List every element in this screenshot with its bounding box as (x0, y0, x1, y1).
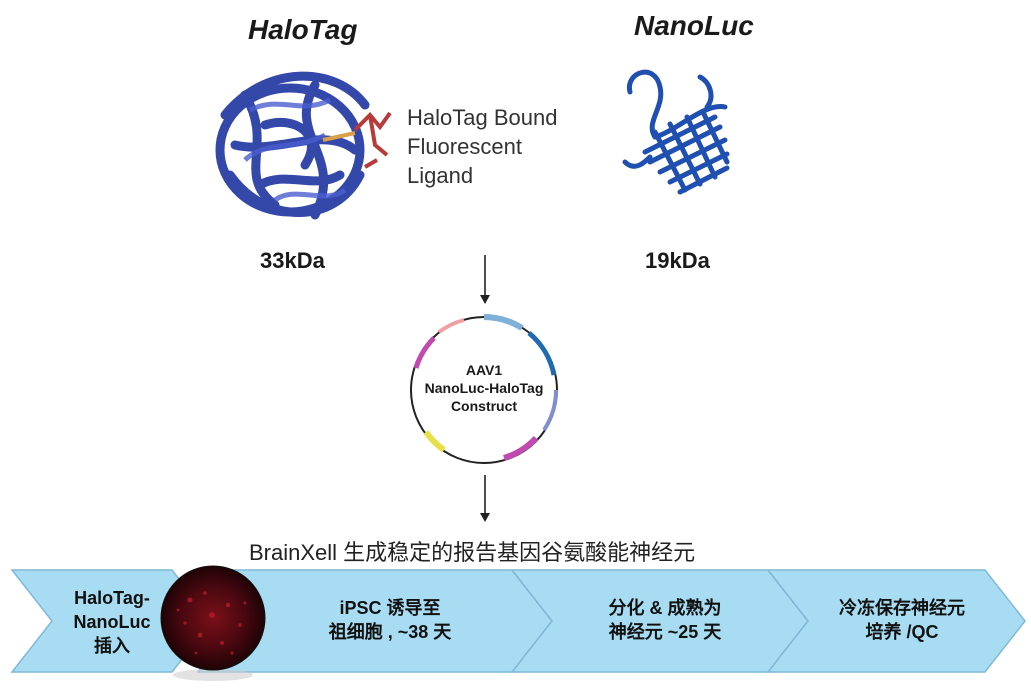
plasmid-map (410, 314, 558, 464)
step-line: 神经元 ~25 天 (608, 622, 722, 642)
ligand-label-line: HaloTag Bound (407, 105, 558, 130)
nanoluc-title: NanoLuc (634, 10, 754, 41)
step-line: HaloTag- (74, 588, 150, 608)
plasmid-label-line: AAV1 (465, 362, 503, 378)
workflow-step-3-text: 分化 & 成熟为 神经元 ~25 天 (565, 596, 765, 644)
workflow-step-shape (766, 569, 1026, 673)
workflow-step-4-text: 冷冻保存神经元 培养 /QC (812, 596, 992, 644)
step-line: 培养 /QC (865, 622, 939, 642)
plasmid-label-line: NanoLuc-HaloTag (424, 380, 544, 396)
step-line: 祖细胞 , ~38 天 (328, 622, 452, 642)
down-arrow-icon (480, 475, 490, 522)
down-arrow-icon (480, 255, 490, 304)
plasmid-label-line: Construct (450, 398, 518, 414)
workflow-step-1-text: HaloTag- NanoLuc 插入 (52, 586, 172, 658)
workflow-step-shape (10, 569, 213, 673)
step-line: 冷冻保存神经元 (839, 598, 965, 618)
plasmid-label: AAV1 NanoLuc-HaloTag Construct (404, 361, 564, 415)
step-line: NanoLuc (73, 612, 151, 632)
neuron-culture-image (160, 565, 266, 671)
nanoluc-mass: 19kDa (645, 248, 710, 273)
ligand-label-line: Fluorescent (407, 134, 522, 159)
step-line: iPSC 诱导至 (339, 598, 441, 618)
halotag-mass: 33kDa (260, 248, 325, 273)
step-line: 插入 (94, 636, 130, 656)
halotag-title: HaloTag (248, 14, 358, 45)
nanoluc-protein-structure (622, 69, 730, 195)
ligand-label: HaloTag Bound Fluorescent Ligand (407, 103, 557, 190)
ligand-label-line: Ligand (407, 163, 474, 188)
halotag-protein-structure (215, 71, 392, 220)
workflow-caption: BrainXell 生成稳定的报告基因谷氨酸能神经元 (249, 540, 696, 565)
step-line: 分化 & 成熟为 (608, 598, 722, 618)
workflow-chevrons (10, 565, 1026, 681)
workflow-step-2-text: iPSC 诱导至 祖细胞 , ~38 天 (280, 596, 500, 644)
